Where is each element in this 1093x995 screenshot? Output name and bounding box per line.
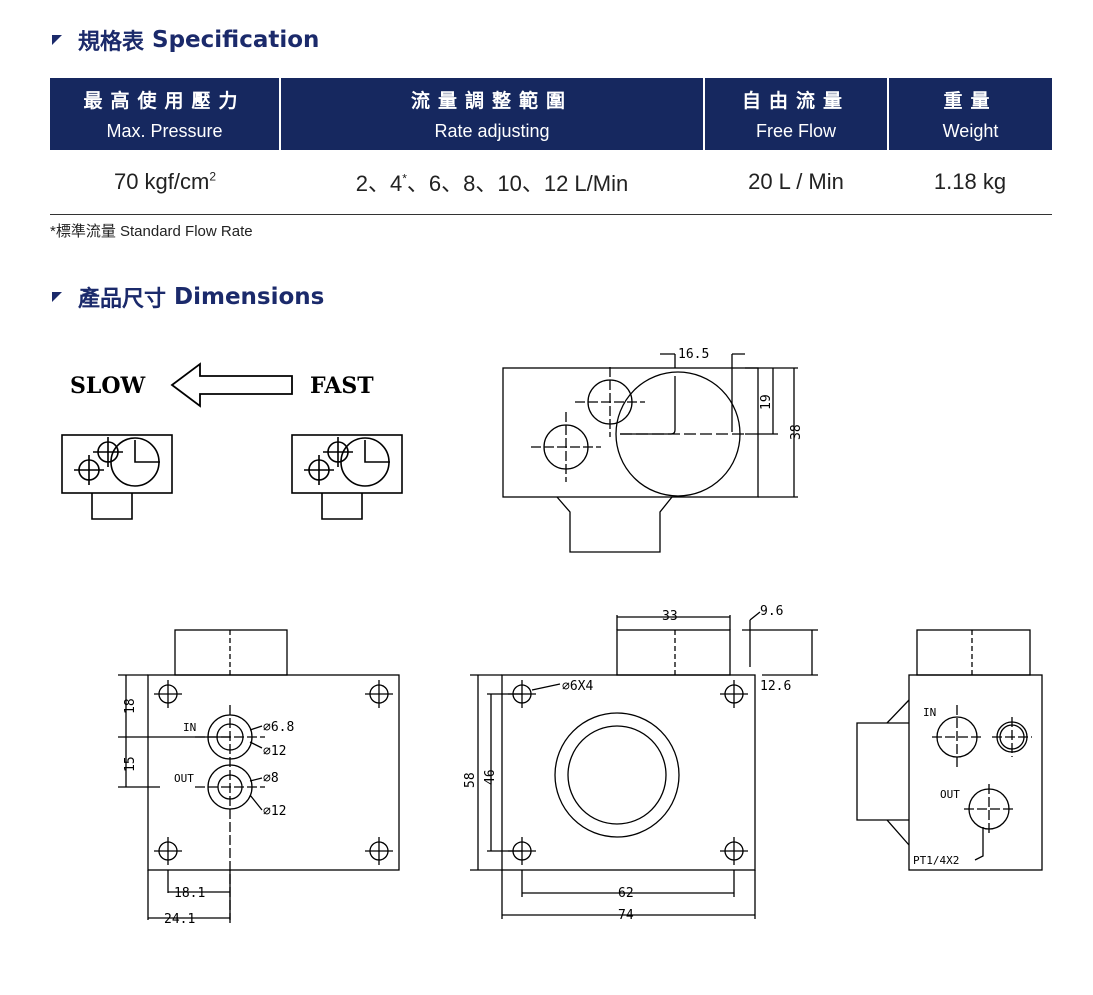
dim-15: 15 [123,756,138,772]
dim-phi-8: ⌀8 [263,771,279,786]
fast-label: FAST [310,373,374,399]
dim-12-6: 12.6 [760,679,791,694]
dim-33: 33 [662,609,678,624]
dim-19: 19 [759,394,774,410]
dim-24-1: 24.1 [164,912,195,927]
out-label: OUT [174,772,194,785]
triangle-icon [52,35,62,45]
dim-38: 38 [789,424,804,440]
fast-view [291,434,403,520]
top-view [502,353,798,553]
spec-title-zh: 規格表 [78,30,145,55]
dim-62: 62 [618,886,634,901]
front-view [470,611,818,919]
dim-46: 46 [483,769,498,785]
arrow-left-icon [170,362,293,408]
out-label-2: OUT [940,788,960,801]
dim-title-zh: 產品尺寸 [78,287,167,312]
spec-data-row: 70 kgf/cm2 2、4*、6、8、10、12 L/Min 20 L / M… [50,150,1052,215]
dim-58: 58 [463,772,478,788]
spec-title-en: Specification [152,27,320,53]
cell-weight: 1.18 kg [888,150,1052,215]
triangle-icon [52,292,62,302]
slow-label: SLOW [70,373,146,399]
dim-18-1: 18.1 [174,886,205,901]
in-label-2: IN [923,706,936,719]
dim-heading: 產品尺寸 Dimensions [52,281,324,313]
in-label: IN [183,721,196,734]
slow-view [61,434,173,520]
bolt-holes [154,680,393,865]
dim-phi-6-8: ⌀6.8 [263,720,294,735]
cell-rate: 2、4*、6、8、10、12 L/Min [280,150,704,215]
cell-pressure: 70 kgf/cm2 [50,150,280,215]
dim-9-6: 9.6 [760,604,783,619]
left-view [118,629,400,925]
dim-18: 18 [123,698,138,714]
spec-heading: 規格表 Specification [52,24,319,56]
dim-phi-6x4: ⌀6X4 [562,679,593,694]
right-view [856,629,1043,871]
dim-16-5: 16.5 [678,347,709,362]
dim-title-en: Dimensions [174,284,325,310]
dim-phi-12-b: ⌀12 [263,804,286,819]
port-spec-label: PT1/4X2 [913,854,959,867]
footnote: *標準流量 Standard Flow Rate [50,223,253,240]
bolt-holes [508,680,748,865]
dim-74: 74 [618,908,634,923]
dim-phi-12-a: ⌀12 [263,744,286,759]
cell-free-flow: 20 L / Min [704,150,888,215]
